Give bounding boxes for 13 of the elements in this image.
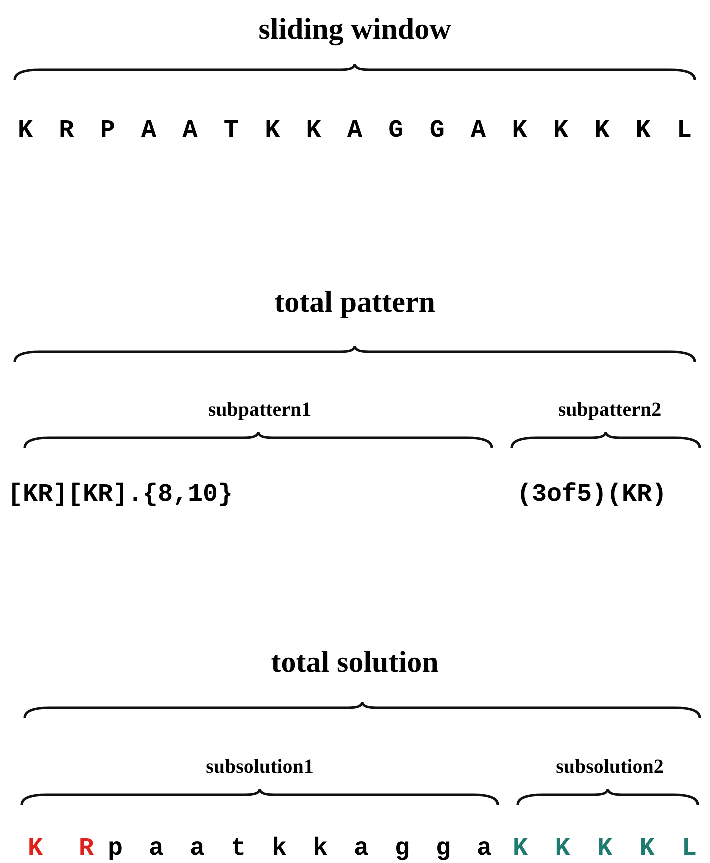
brace-label: subpattern2 [557, 400, 663, 420]
brace-label: subsolution2 [555, 757, 665, 777]
heading: sliding window [258, 15, 452, 45]
sequence-text: K R P A A T K K A G G A K K K K L [18, 118, 692, 143]
brace-label: subpattern1 [207, 400, 313, 420]
pattern-text: (3of5)(KR) [517, 482, 668, 507]
sequence-text: K K K K L [513, 836, 697, 861]
pattern-text: [KR][KR].{8,10} [8, 482, 234, 507]
heading: total solution [270, 648, 440, 678]
heading: total pattern [274, 288, 436, 318]
sequence-text: p a a t k k a g g a [108, 836, 492, 861]
sequence-text: K R [28, 836, 94, 861]
brace-label: subsolution1 [205, 757, 315, 777]
